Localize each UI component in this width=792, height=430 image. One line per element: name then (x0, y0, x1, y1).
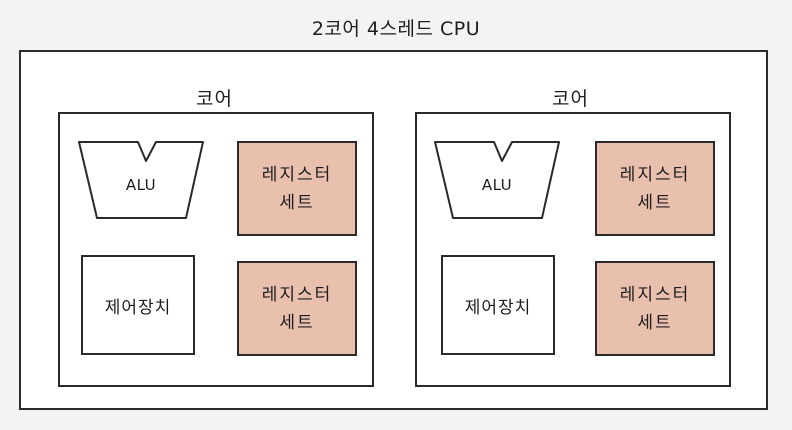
control-unit-label: 제어장치 (464, 297, 532, 318)
alu-label-1: ALU (125, 176, 157, 194)
register-set-1-1: 레지스터 세트 (237, 141, 357, 236)
register-set-2-2: 레지스터 세트 (595, 261, 715, 356)
core-label-2: 코어 (552, 88, 589, 110)
register-set-1-2: 레지스터 세트 (237, 261, 357, 356)
control-unit-1: 제어장치 (81, 255, 195, 355)
register-set-label: 세트 (279, 192, 315, 213)
register-set-label: 세트 (637, 192, 673, 213)
control-unit-2: 제어장치 (441, 255, 555, 355)
register-set-label: 세트 (637, 312, 673, 333)
core-label-1: 코어 (196, 88, 233, 110)
register-set-label: 레지스터 (619, 164, 691, 185)
register-set-label: 세트 (279, 312, 315, 333)
diagram-title: 2코어 4스레드 CPU (311, 18, 481, 40)
register-set-label: 레지스터 (261, 284, 333, 305)
alu-shape-1 (78, 141, 204, 219)
register-set-label: 레지스터 (619, 284, 691, 305)
alu-label-2: ALU (481, 176, 513, 194)
control-unit-label: 제어장치 (104, 297, 172, 318)
register-set-label: 레지스터 (261, 164, 333, 185)
register-set-2-1: 레지스터 세트 (595, 141, 715, 236)
alu-shape-2 (434, 141, 560, 219)
